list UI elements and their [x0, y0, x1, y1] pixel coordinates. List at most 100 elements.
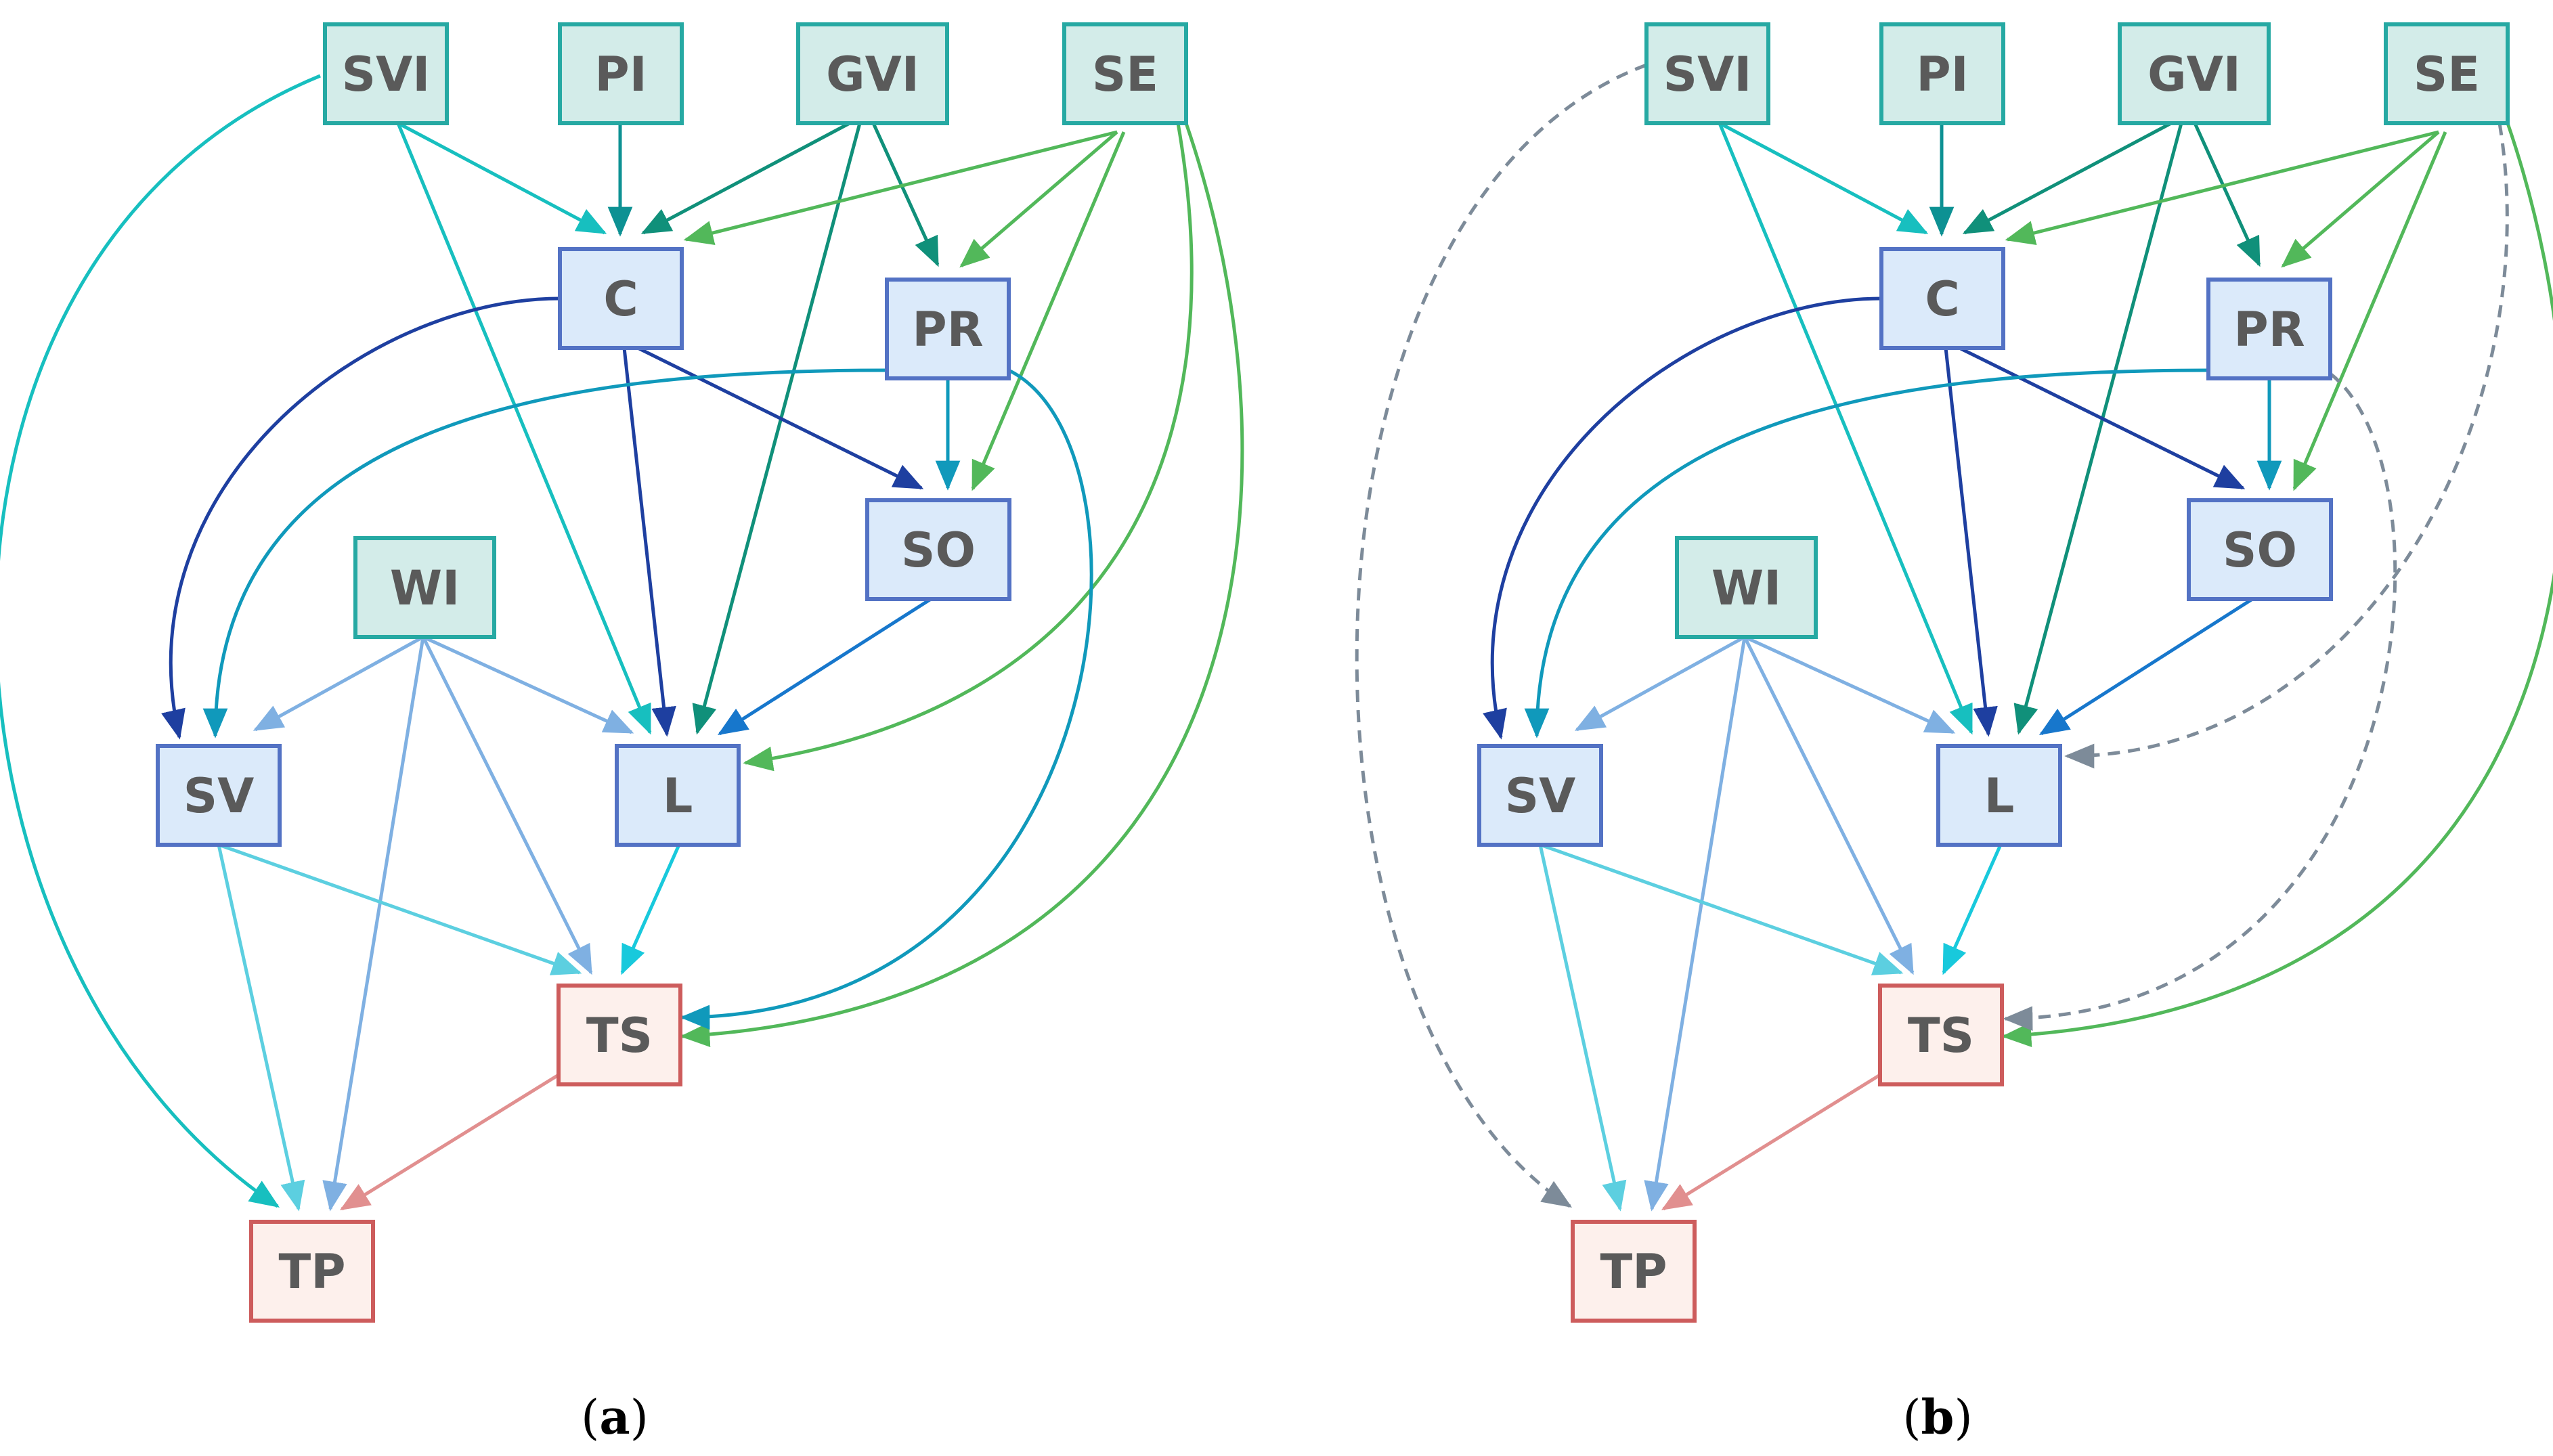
- edge-svi-to-l: [396, 123, 652, 735]
- edge-c-to-l: [1944, 347, 1998, 737]
- node-gvi: GVI: [2118, 22, 2271, 125]
- edge-pr-to-sv: [202, 368, 888, 738]
- node-ts-label: TS: [1908, 1008, 1974, 1063]
- node-pr: PR: [885, 278, 1011, 380]
- edge-svi-to-tp-dashed: [1355, 63, 1647, 1208]
- edge-gvi-to-l: [2013, 123, 2183, 735]
- edge-so-to-l: [717, 597, 932, 736]
- edge-pr-to-ts: [680, 368, 1093, 1030]
- edge-wi-to-l: [1743, 635, 1956, 734]
- node-c: C: [1879, 247, 2005, 350]
- node-so-label: SO: [2223, 523, 2297, 578]
- edge-wi-to-tp: [322, 636, 425, 1212]
- edge-se-to-pr: [2281, 131, 2440, 268]
- node-tp-box: [1571, 1220, 1697, 1323]
- node-sv: SV: [1477, 744, 1603, 847]
- edge-gvi-to-c: [640, 121, 851, 235]
- node-pi-label: PI: [1916, 47, 1968, 102]
- edge-pr-to-ts-dashed: [2003, 372, 2397, 1031]
- node-ts-label: TS: [586, 1008, 653, 1063]
- node-se: SE: [1062, 22, 1188, 125]
- node-pi-box: [558, 22, 684, 125]
- node-l-box: [1936, 744, 2062, 847]
- edge-se-to-so: [971, 131, 1126, 491]
- edge-sv-to-tp: [1538, 844, 1627, 1212]
- edge-gvi-to-pr: [871, 122, 940, 267]
- node-pr-box: [885, 278, 1011, 380]
- edge-c-to-so: [636, 346, 924, 490]
- edge-l-to-ts: [1942, 843, 2003, 975]
- edge-svi-to-c: [1718, 121, 1929, 235]
- edge-wi-to-l: [422, 635, 634, 734]
- node-l-box: [615, 744, 741, 847]
- node-wi-label: WI: [390, 560, 460, 616]
- node-se-box: [1062, 22, 1188, 125]
- node-wi-box: [1675, 536, 1818, 639]
- panel-a-edges: [0, 74, 1244, 1212]
- node-c-label: C: [1925, 271, 1959, 327]
- edge-l-to-ts: [620, 843, 681, 975]
- edge-se-to-so: [2292, 131, 2447, 491]
- node-gvi: GVI: [796, 22, 949, 125]
- node-so: SO: [2187, 498, 2333, 601]
- node-c-box: [558, 247, 684, 350]
- edge-so-to-l: [2038, 597, 2254, 736]
- node-so-box: [2187, 498, 2333, 601]
- node-ts-box: [1878, 984, 2004, 1086]
- edge-svi-to-c: [397, 121, 607, 235]
- node-pr-label: PR: [2233, 302, 2305, 357]
- node-l: L: [615, 744, 741, 847]
- node-ts-box: [557, 984, 682, 1086]
- edge-c-to-sv: [1483, 296, 1882, 740]
- node-svi-label: SVI: [342, 47, 431, 102]
- edge-c-to-sv: [161, 296, 561, 740]
- node-so: SO: [865, 498, 1011, 601]
- panel-a-caption: (a): [581, 1389, 649, 1445]
- node-pi: PI: [1879, 22, 2005, 125]
- node-wi-label: WI: [1711, 560, 1781, 616]
- panel-b-caption: (b): [1902, 1389, 1973, 1445]
- edge-se-to-l-dashed: [2064, 123, 2509, 769]
- edge-se-to-l: [743, 123, 1194, 772]
- node-l-label: L: [1984, 768, 2015, 824]
- edge-wi-to-tp: [1644, 636, 1747, 1212]
- edge-se-to-c: [2005, 130, 2439, 246]
- edge-wi-to-ts: [1743, 636, 1915, 975]
- node-se-box: [2384, 22, 2510, 125]
- edge-se-to-ts: [680, 123, 1244, 1047]
- edge-gvi-to-l: [692, 123, 862, 735]
- edge-wi-to-sv: [1574, 635, 1746, 732]
- edge-sv-to-tp: [217, 844, 305, 1212]
- edge-c-to-l: [622, 347, 676, 737]
- node-c-label: C: [603, 271, 638, 327]
- node-svi: SVI: [323, 22, 449, 125]
- node-pi-box: [1879, 22, 2005, 125]
- edge-sv-to-ts: [1540, 843, 1904, 975]
- edge-se-to-c: [683, 130, 1118, 246]
- node-tp: TP: [249, 1220, 375, 1323]
- node-sv-box: [156, 744, 282, 847]
- edge-svi-to-tp: [0, 74, 321, 1208]
- edge-se-to-pr: [959, 131, 1118, 268]
- node-so-label: SO: [901, 523, 976, 578]
- node-se: SE: [2384, 22, 2510, 125]
- edge-c-to-so: [1958, 346, 2246, 490]
- node-se-label: SE: [2414, 47, 2480, 102]
- edge-ts-to-tp: [339, 1073, 560, 1211]
- node-gvi-label: GVI: [2147, 47, 2241, 102]
- edge-wi-to-sv: [253, 635, 424, 732]
- edge-sv-to-ts: [218, 843, 582, 975]
- node-tp-box: [249, 1220, 375, 1323]
- node-wi: WI: [1675, 536, 1818, 639]
- node-gvi-box: [796, 22, 949, 125]
- node-ts: TS: [1878, 984, 2004, 1086]
- node-wi-box: [353, 536, 496, 639]
- node-sv: SV: [156, 744, 282, 847]
- node-tp-label: TP: [1600, 1244, 1667, 1300]
- node-sv-label: SV: [183, 768, 255, 824]
- node-ts: TS: [557, 984, 682, 1086]
